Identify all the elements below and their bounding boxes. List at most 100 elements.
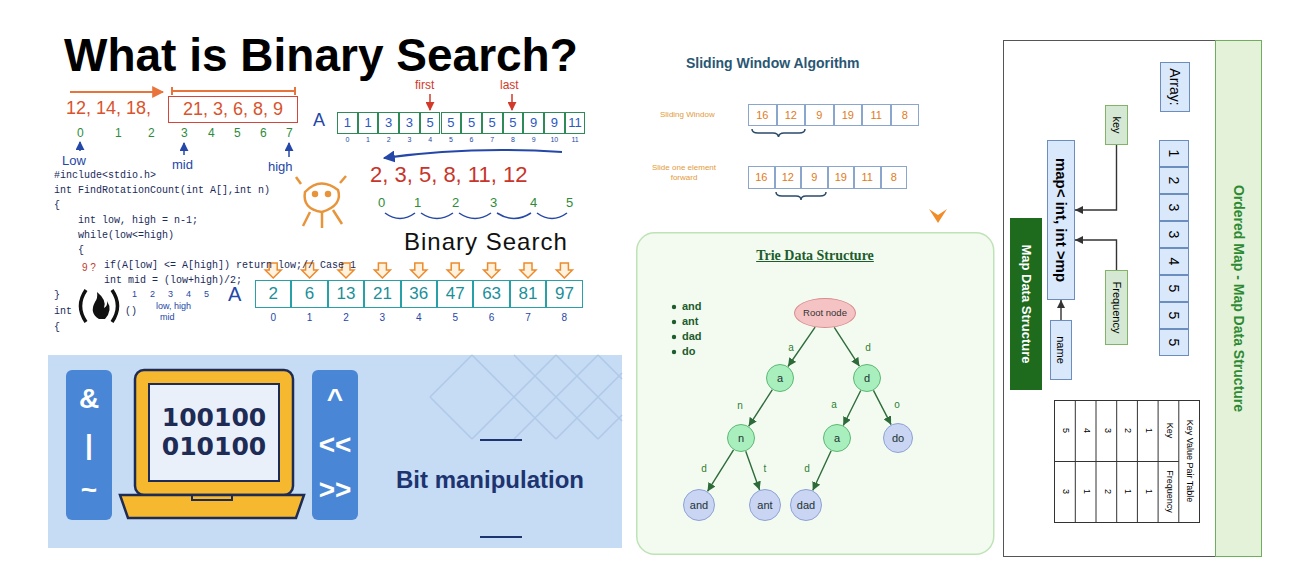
- node-text: 5: [1166, 339, 1182, 347]
- node-text: 3: [406, 116, 413, 131]
- node-text: |: [85, 429, 93, 461]
- table-cell: Frequency: [1164, 461, 1175, 522]
- scribble-arrow: [79, 142, 81, 151]
- node-text: 9: [816, 109, 822, 122]
- code-line: {: [78, 245, 84, 257]
- index-number: 4: [186, 289, 191, 300]
- index-number: 0: [337, 136, 358, 144]
- index-number: 1: [115, 126, 122, 140]
- node-text: map< int, int >mp: [1052, 158, 1069, 282]
- node-text: 1: [344, 116, 351, 131]
- scribble-arrow: [172, 87, 295, 95]
- index-number: 2: [328, 312, 364, 324]
- node-text: key: [1110, 116, 1123, 133]
- index-number: 5: [566, 195, 573, 211]
- code-line: int: [54, 306, 72, 318]
- index-number: 8: [546, 312, 582, 324]
- window-brace: [752, 129, 826, 200]
- node-text: 3: [385, 116, 392, 131]
- array-cell: 3: [1159, 194, 1189, 221]
- node-text: Array:: [1167, 68, 1183, 105]
- index-number: 4: [420, 136, 441, 144]
- window-cell: 19: [834, 104, 863, 126]
- node-text: d: [864, 372, 870, 385]
- fire-logo: [81, 290, 118, 322]
- array-cell: 47: [437, 280, 473, 308]
- array-cell: 9: [523, 112, 544, 134]
- scribble-arrow: [183, 143, 185, 155]
- laptop-icon: [135, 370, 293, 495]
- index-number: 3: [399, 136, 420, 144]
- bullet: [672, 335, 676, 339]
- bullet: [672, 320, 676, 324]
- down-arrow: [484, 263, 500, 278]
- window-brace: [752, 129, 805, 137]
- array-cell: 5: [461, 112, 482, 134]
- node-text: 3: [1166, 204, 1182, 212]
- node-text: 12: [785, 109, 797, 122]
- index-number: 3: [181, 126, 188, 140]
- node-text: 19: [842, 109, 854, 122]
- node-text: 6: [305, 284, 314, 304]
- array-cell: 4: [1159, 248, 1189, 275]
- index-number: 6: [461, 136, 482, 144]
- node-text: 13: [337, 284, 356, 304]
- array-cell: 1: [1159, 140, 1189, 167]
- doodle-figure: [313, 192, 317, 196]
- table-cell: 5: [1060, 400, 1071, 461]
- edge-label: o: [892, 399, 902, 410]
- pointer-label: high: [268, 159, 293, 175]
- connector: [1075, 240, 1117, 270]
- root-node: Root node: [794, 298, 856, 328]
- node-text: 47: [446, 284, 465, 304]
- array-cell: 2: [1159, 167, 1189, 194]
- array-cell: 6: [291, 280, 327, 308]
- doodle-figure: [305, 183, 339, 212]
- bullet: [672, 350, 676, 354]
- code-line: {: [54, 200, 60, 212]
- table-cell: 2: [1123, 400, 1134, 461]
- array-cell: 3: [378, 112, 399, 134]
- table-cell: 3: [1102, 400, 1113, 461]
- bit-banner: [48, 355, 622, 548]
- node-text: a: [834, 432, 840, 445]
- index-number: 0: [378, 195, 385, 211]
- connector: [749, 390, 773, 427]
- code-line: #include<stdio.h>: [54, 170, 156, 182]
- node-text: 16: [755, 171, 767, 184]
- tag-box: key: [1105, 105, 1128, 145]
- pointer-label: low, high: [156, 301, 191, 312]
- node-text: 100100: [162, 404, 266, 433]
- laptop-screen: 100100010100: [148, 383, 280, 482]
- index-number: 5: [441, 136, 462, 144]
- doodle-figure: [296, 176, 346, 228]
- table-cell: 4: [1081, 400, 1092, 461]
- lattice-pattern: [430, 355, 622, 439]
- caption-note: Sliding Window: [660, 110, 715, 120]
- node-text: 63: [482, 284, 501, 304]
- index-number: 5: [437, 312, 473, 324]
- code-line: int mid = (low+high)/2;: [104, 275, 242, 287]
- caption-note: Slide one element forward: [646, 163, 722, 182]
- node-text: Frequency: [1110, 282, 1123, 334]
- node-text: ^: [327, 383, 343, 415]
- operator-panel: ^<<>>: [312, 370, 358, 520]
- connector: [873, 390, 891, 424]
- list-item: dad: [682, 330, 702, 343]
- brand-logo: [929, 209, 947, 223]
- node-text: 5: [1166, 285, 1182, 293]
- array-cell: 9: [544, 112, 565, 134]
- connector: [1075, 145, 1117, 210]
- array-cell: 1: [337, 112, 358, 134]
- trie-leaf: dad: [790, 489, 822, 521]
- index-number: 11: [565, 136, 586, 144]
- highlight-box: 21, 3, 6, 8, 9: [168, 96, 298, 123]
- trie-node: a: [823, 424, 851, 452]
- index-number: 1: [132, 289, 137, 300]
- node-text: 4: [1166, 258, 1182, 266]
- laptop-icon: [192, 495, 232, 500]
- node-text: Map Data Structure: [1019, 244, 1034, 363]
- array-cell: 81: [510, 280, 546, 308]
- index-number: 5: [234, 126, 241, 140]
- index-number: 6: [260, 126, 267, 140]
